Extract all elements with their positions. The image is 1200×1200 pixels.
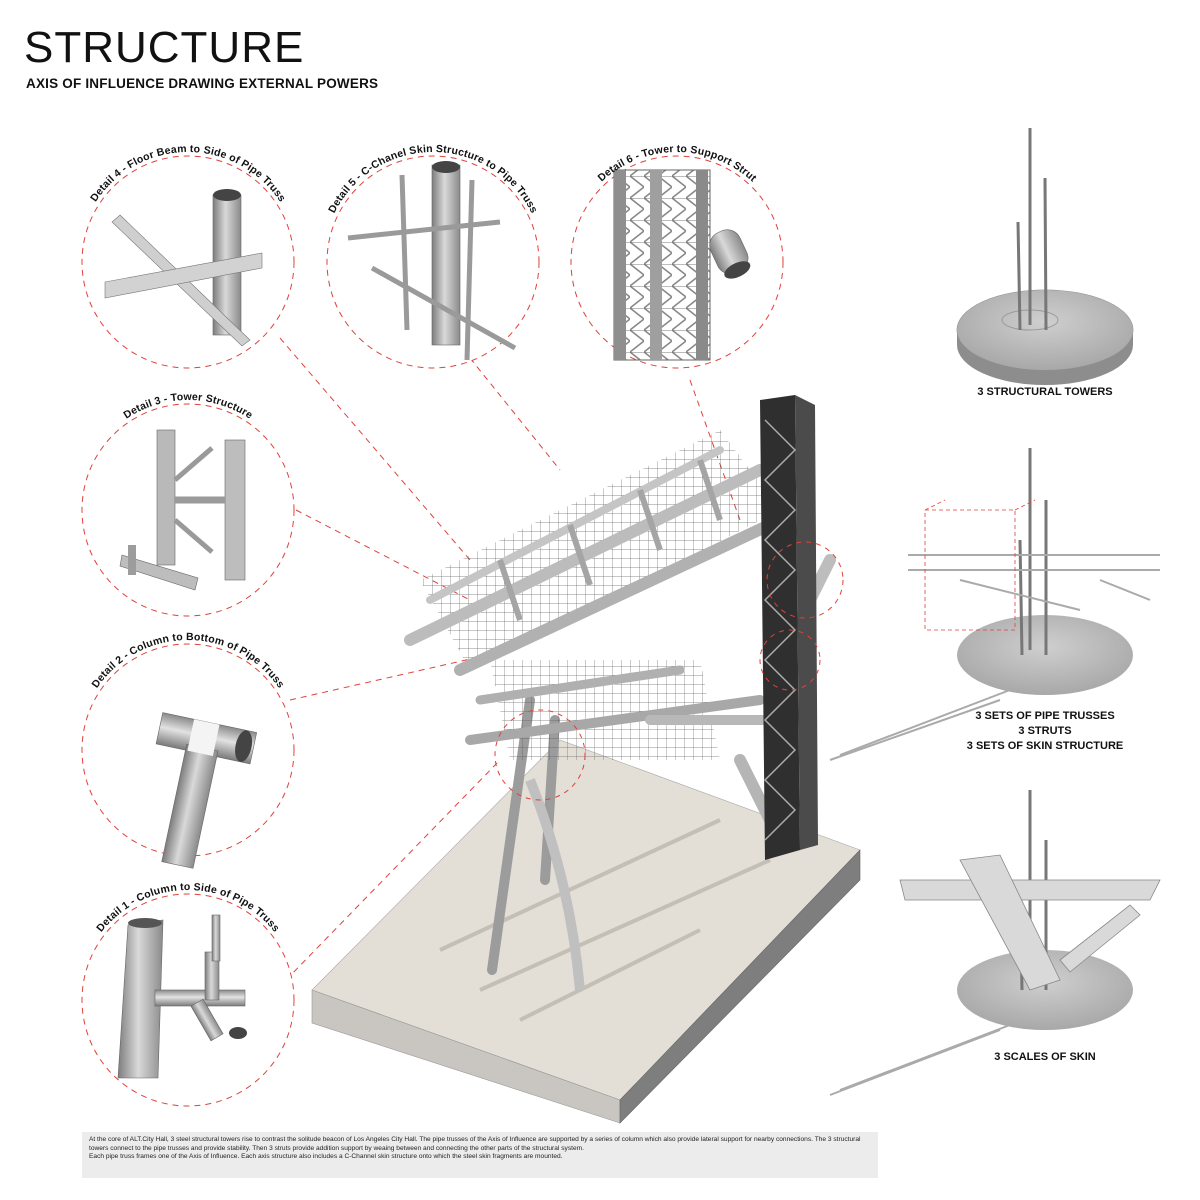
sequence-3 [829, 790, 1161, 1096]
upper-truss [404, 430, 786, 676]
caption-line: 3 SCALES OF SKIN [994, 1051, 1096, 1063]
page-subtitle: AXIS OF INFLUENCE DRAWING EXTERNAL POWER… [26, 76, 379, 91]
description-box: At the core of ALT.City Hall, 3 steel st… [82, 1132, 878, 1178]
sequence-1 [956, 128, 1134, 385]
detail-6-view [570, 155, 784, 369]
sequence-2-caption: 3 SETS OF PIPE TRUSSES 3 STRUTS 3 SETS O… [925, 709, 1165, 754]
sequence-3-caption: 3 SCALES OF SKIN [925, 1050, 1165, 1065]
main-tower [760, 395, 818, 860]
detail-5-view [326, 155, 540, 369]
sequence-2 [829, 448, 1160, 761]
detail-3-view [81, 403, 295, 617]
detail-2-view [81, 643, 295, 869]
caption-line: 3 STRUTS [1018, 725, 1072, 737]
page-title: STRUCTURE [24, 23, 305, 72]
sequence-1-caption: 3 STRUCTURAL TOWERS [925, 385, 1165, 400]
description-paragraph-2: Each pipe truss frames one of the Axis o… [89, 1153, 563, 1161]
description-paragraph-1: At the core of ALT.City Hall, 3 steel st… [89, 1136, 861, 1152]
detail-1-view [81, 893, 295, 1107]
caption-line: 3 SETS OF SKIN STRUCTURE [966, 740, 1124, 752]
detail-4-view [81, 155, 295, 369]
caption-line: 3 STRUCTURAL TOWERS [977, 386, 1113, 398]
main-structure [311, 395, 861, 1124]
lower-truss [465, 660, 805, 760]
caption-line: 3 SETS OF PIPE TRUSSES [975, 710, 1115, 722]
